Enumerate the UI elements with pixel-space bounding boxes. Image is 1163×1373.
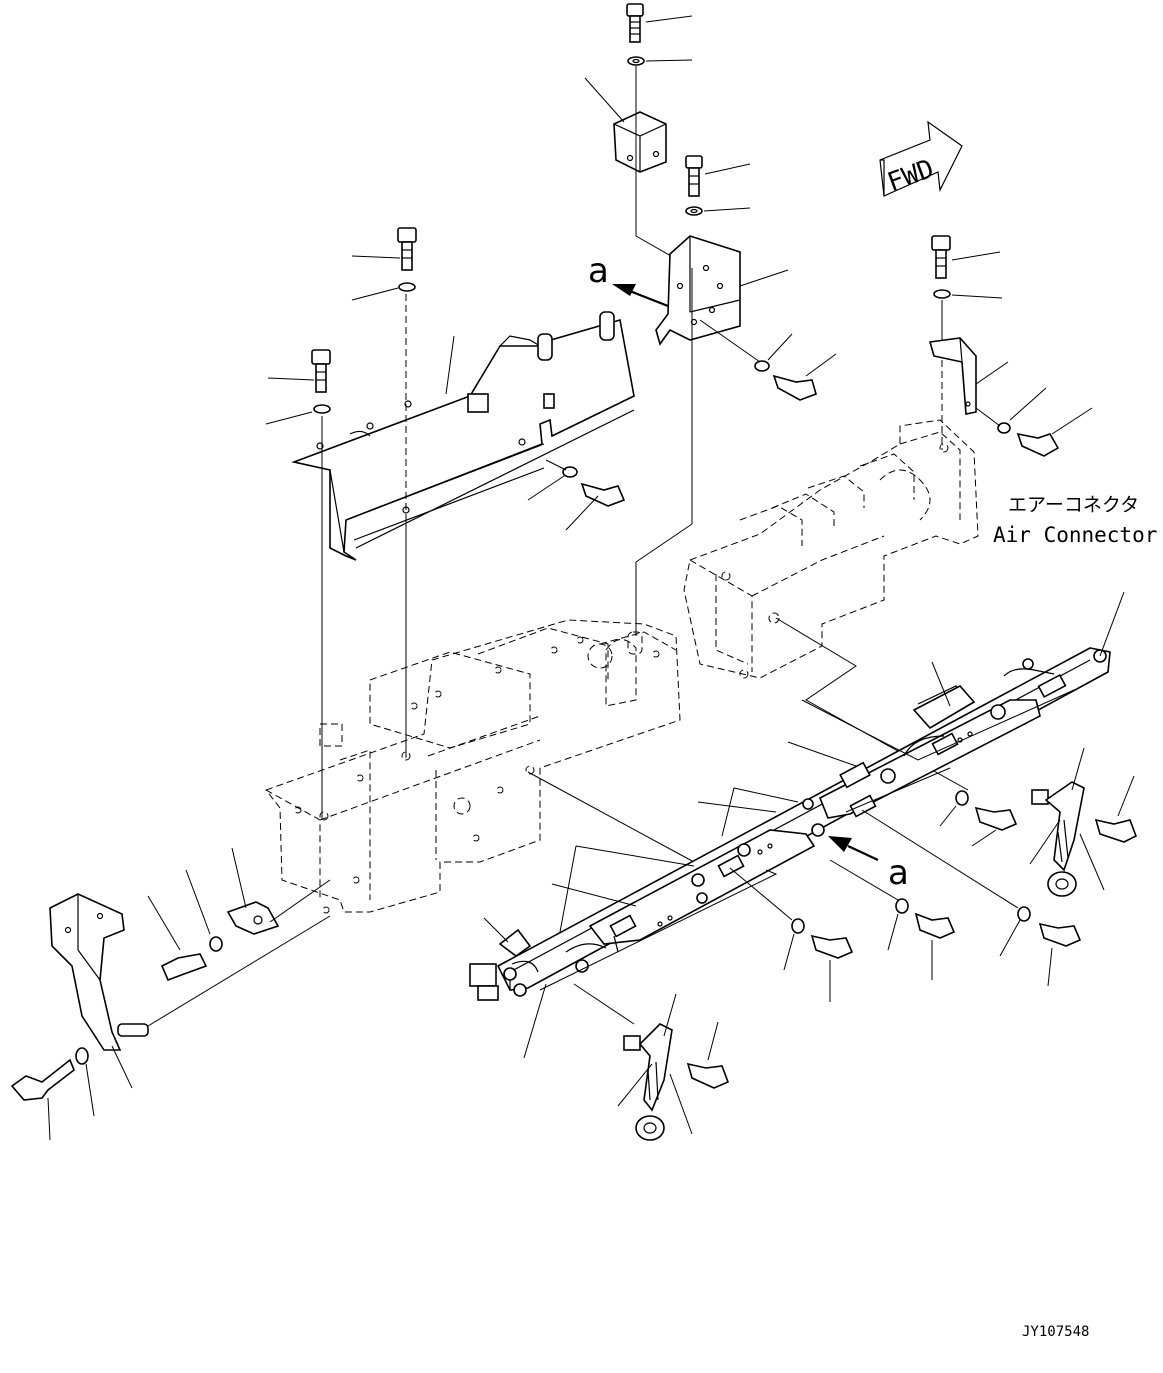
left-tall-bracket — [49, 893, 149, 1089]
right-harness-clamp — [1029, 747, 1105, 897]
upper-bolt-b — [267, 349, 331, 393]
bottom-bolt-1 — [810, 934, 854, 1002]
right-bolt — [931, 235, 1001, 279]
left-bolt-small — [147, 895, 208, 982]
svg-text:a: a — [588, 251, 609, 291]
bottom-washer-2 — [887, 898, 909, 951]
mid-washer — [754, 333, 793, 372]
right-small-washer — [997, 387, 1047, 434]
transmission-housing — [683, 419, 979, 679]
left-clip — [226, 847, 280, 935]
cover-bolt — [565, 482, 626, 531]
mid-right-washer — [939, 790, 969, 827]
callout-en: Air Connector — [993, 523, 1157, 547]
main-housing — [265, 619, 681, 914]
left-long-bolt — [10, 1058, 75, 1141]
drawing-id: JY107548 — [1022, 1324, 1089, 1340]
right-harness-bolt — [1094, 775, 1138, 843]
view-marker-a-top: a — [588, 251, 669, 308]
left-long-washer — [75, 1047, 95, 1117]
bottom-washer-3 — [999, 906, 1031, 957]
right-small-bolt — [1016, 407, 1093, 457]
bottom-washer-1 — [783, 918, 805, 971]
top-washer-2 — [685, 206, 751, 216]
upper-washer-b — [265, 404, 331, 425]
right-washer — [933, 289, 1003, 299]
cover-washer — [527, 466, 578, 501]
bottom-harness-clamp — [617, 993, 693, 1141]
svg-text:a: a — [888, 853, 909, 893]
upper-bolt-a — [351, 227, 417, 271]
bottom-harness-bolt — [686, 1021, 730, 1089]
long-rail — [496, 647, 1111, 997]
top-bolt-1 — [626, 3, 693, 43]
left-washer-small — [185, 869, 223, 952]
mid-folded-bracket — [655, 235, 789, 346]
long-cover-plate — [291, 311, 635, 561]
bottom-bolt-2 — [914, 912, 956, 980]
right-l-bracket — [928, 337, 1009, 415]
fwd-label: FWD — [884, 154, 938, 198]
upper-washer-a — [351, 282, 416, 301]
top-bolt-2 — [685, 155, 751, 197]
top-washer-1 — [627, 56, 693, 66]
mid-bolt — [772, 353, 837, 401]
fwd-arrow-icon: FWD — [879, 120, 963, 198]
mid-right-bolt — [971, 806, 1018, 847]
callout-jp: エアーコネクタ — [1008, 494, 1139, 516]
view-marker-a-bottom: a — [828, 836, 909, 893]
bottom-bolt-3 — [1038, 922, 1082, 987]
small-angle-bracket — [584, 77, 667, 173]
left-connector-block — [469, 928, 539, 1001]
